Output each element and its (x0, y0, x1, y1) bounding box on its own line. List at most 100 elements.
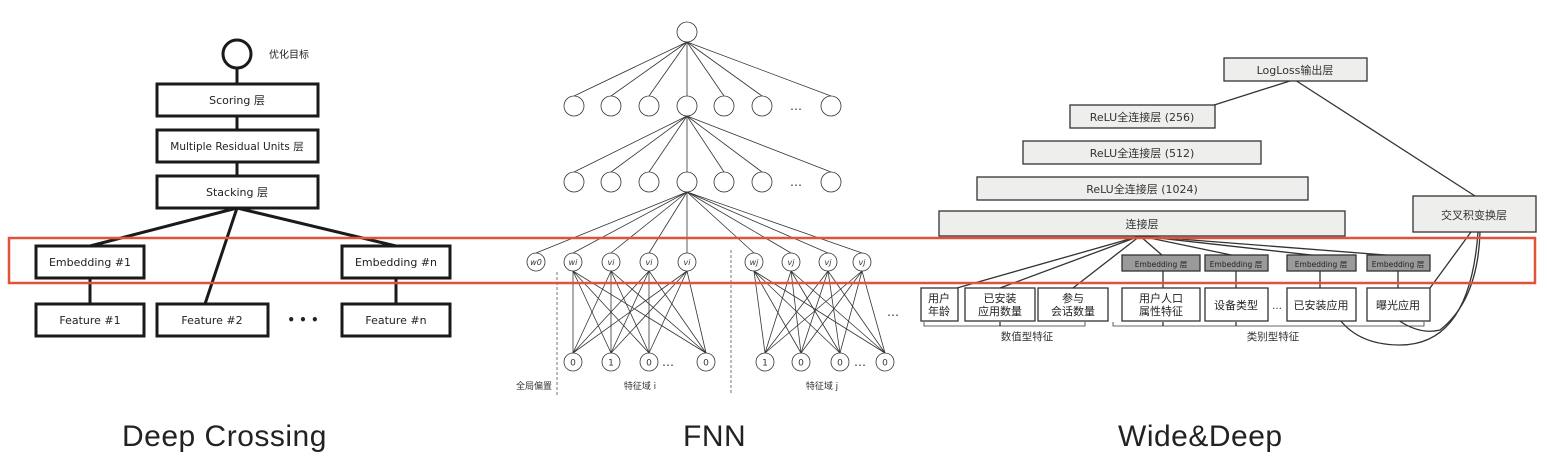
scoring-layer (155, 82, 320, 118)
fnn-hidden1-node (600, 95, 622, 117)
fnn-hidden2-node (751, 171, 773, 193)
embedding-layer-2 (1204, 254, 1269, 272)
embedding-1-label: Embedding #1 (49, 256, 131, 269)
fnn-hidden2-node (600, 171, 622, 193)
wide-deep-feature-label: 已安装应用 (1294, 298, 1349, 312)
concat-layer (938, 210, 1346, 237)
fnn-embedding-node (601, 252, 621, 272)
concat-label: 连接层 (1126, 218, 1159, 231)
fnn-hidden1-node (676, 95, 698, 117)
fnn-embedding-node (781, 252, 801, 272)
fnn-embedding-node (677, 252, 697, 272)
fnn-input-value: 0 (837, 359, 843, 369)
fnn-hidden1-node (638, 95, 660, 117)
residual-label: Multiple Residual Units 层 (170, 141, 303, 153)
deep-crossing-diagram (34, 38, 452, 338)
wide-deep-boxes (920, 57, 1537, 322)
fnn-hidden2-node (563, 171, 585, 193)
wide-deep-labels: LogLoss输出层 ReLU全连接层 (256) ReLU全连接层 (512)… (1001, 63, 1507, 343)
fnn-input-node (875, 352, 895, 372)
fnn-input-node (563, 352, 583, 372)
fnn-hidden1-node (563, 95, 585, 117)
cross-product-layer (1412, 195, 1537, 233)
wide-deep-feature-labels: 用户年龄 已安装应用数量 参与会话数量 用户人口属性特征 设备类型 已安装应用 曝光应用 (928, 291, 1420, 318)
feature-1-box (34, 302, 146, 338)
fnn-embedding-node-label: w0 (530, 258, 542, 267)
stacking-layer (155, 174, 320, 210)
feature-n-box (340, 302, 452, 338)
fnn-labels: … … … … … 全局偏置 特征域 i 特征域 j (516, 99, 899, 392)
logloss-layer (1223, 57, 1368, 82)
fnn-hidden2-node (676, 171, 698, 193)
global-bias-label: 全局偏置 (516, 380, 552, 392)
field-j-label: 特征域 j (806, 380, 838, 392)
fnn-hidden2-node (820, 171, 842, 193)
relu256-label: ReLU全连接层 (256) (1090, 110, 1195, 124)
fnn-hidden1-node (713, 95, 735, 117)
feature-ellipsis: … (1272, 301, 1282, 312)
fnn-embedding-node (526, 252, 546, 272)
fnn-input-value: 0 (798, 359, 804, 369)
fnn-hidden2-ellipsis: … (790, 175, 802, 189)
wide-deep-feature-label: 曝光应用 (1376, 298, 1420, 312)
relu512-label: ReLU全连接层 (512) (1090, 146, 1195, 160)
embedding-label-3: Embedding 层 (1295, 260, 1348, 269)
embedding-label-1: Embedding 层 (1135, 260, 1188, 269)
embedding-layer-3 (1286, 254, 1357, 272)
wide-deep-title: Wide&Deep (1118, 420, 1283, 453)
feature-box-user-age (920, 287, 959, 322)
fnn-embedding-node (563, 252, 583, 272)
numeric-features-label: 数值型特征 (1001, 330, 1054, 343)
fnn-hidden2-node (713, 171, 735, 193)
feature-box-session-count (1037, 287, 1109, 322)
fnn-input-node (639, 352, 659, 372)
fnn-embedding-node (639, 252, 659, 272)
relu1024-label: ReLU全连接层 (1024) (1086, 182, 1198, 196)
relu1024-layer (976, 176, 1309, 201)
wide-deep-feature-label: 用户年龄 (928, 291, 950, 318)
embedding-label-4: Embedding 层 (1372, 260, 1425, 269)
feature-2-label: Feature #2 (181, 314, 242, 327)
fnn-output-node (676, 21, 698, 43)
fnn-input-node (755, 352, 775, 372)
wide-deep-feature-label: 设备类型 (1214, 298, 1258, 312)
cross-product-label: 交叉积变换层 (1441, 208, 1507, 222)
residual-units-layer (155, 128, 320, 164)
feature-n-label: Feature #n (365, 314, 426, 327)
fnn-embedding-node-label: vj (859, 258, 867, 267)
objective-node (221, 38, 253, 70)
field-i-label: 特征域 i (624, 380, 656, 392)
embedding-layer-4 (1366, 254, 1431, 272)
fnn-input-node (791, 352, 811, 372)
fnn-emb-ellipsis: … (887, 305, 899, 319)
embedding-label-2: Embedding 层 (1210, 260, 1263, 269)
fnn-input-value: 1 (762, 359, 768, 369)
fnn-embedding-node-label: vj (825, 258, 833, 267)
feature-1-label: Feature #1 (59, 314, 120, 327)
scoring-label: Scoring 层 (209, 94, 265, 107)
fnn-input-node (601, 352, 621, 372)
fnn-hidden2-node (638, 171, 660, 193)
fnn-input-ellipsis-j: … (854, 355, 866, 369)
stacking-label: Stacking 层 (206, 186, 268, 199)
feature-box-device-type (1204, 287, 1269, 322)
fnn-hidden1-ellipsis: … (790, 99, 802, 113)
wide-deep-feature-label: 参与会话数量 (1051, 291, 1095, 318)
deep-crossing-title: Deep Crossing (122, 420, 327, 453)
fnn-input-value: 1 (608, 359, 614, 369)
feature-box-impression-app (1366, 287, 1431, 322)
deep-crossing-labels: 优化目标 Scoring 层 Multiple Residual Units 层… (49, 48, 437, 327)
fnn-title: FNN (683, 420, 747, 453)
feature-box-installed-count (964, 287, 1036, 322)
wide-deep-feature-label: 用户人口属性特征 (1139, 291, 1183, 318)
relu256-layer (1069, 104, 1216, 129)
feature-box-installed-apps (1286, 287, 1357, 322)
feature-ellipsis: • • • (287, 313, 318, 327)
fnn-input-value: 0 (703, 359, 709, 369)
objective-label: 优化目标 (269, 48, 309, 61)
fnn-embedding-node (744, 252, 764, 272)
categorical-features-label: 类别型特征 (1247, 330, 1300, 343)
fnn-input-node (830, 352, 850, 372)
wide-deep-feature-label: 已安装应用数量 (978, 291, 1022, 318)
